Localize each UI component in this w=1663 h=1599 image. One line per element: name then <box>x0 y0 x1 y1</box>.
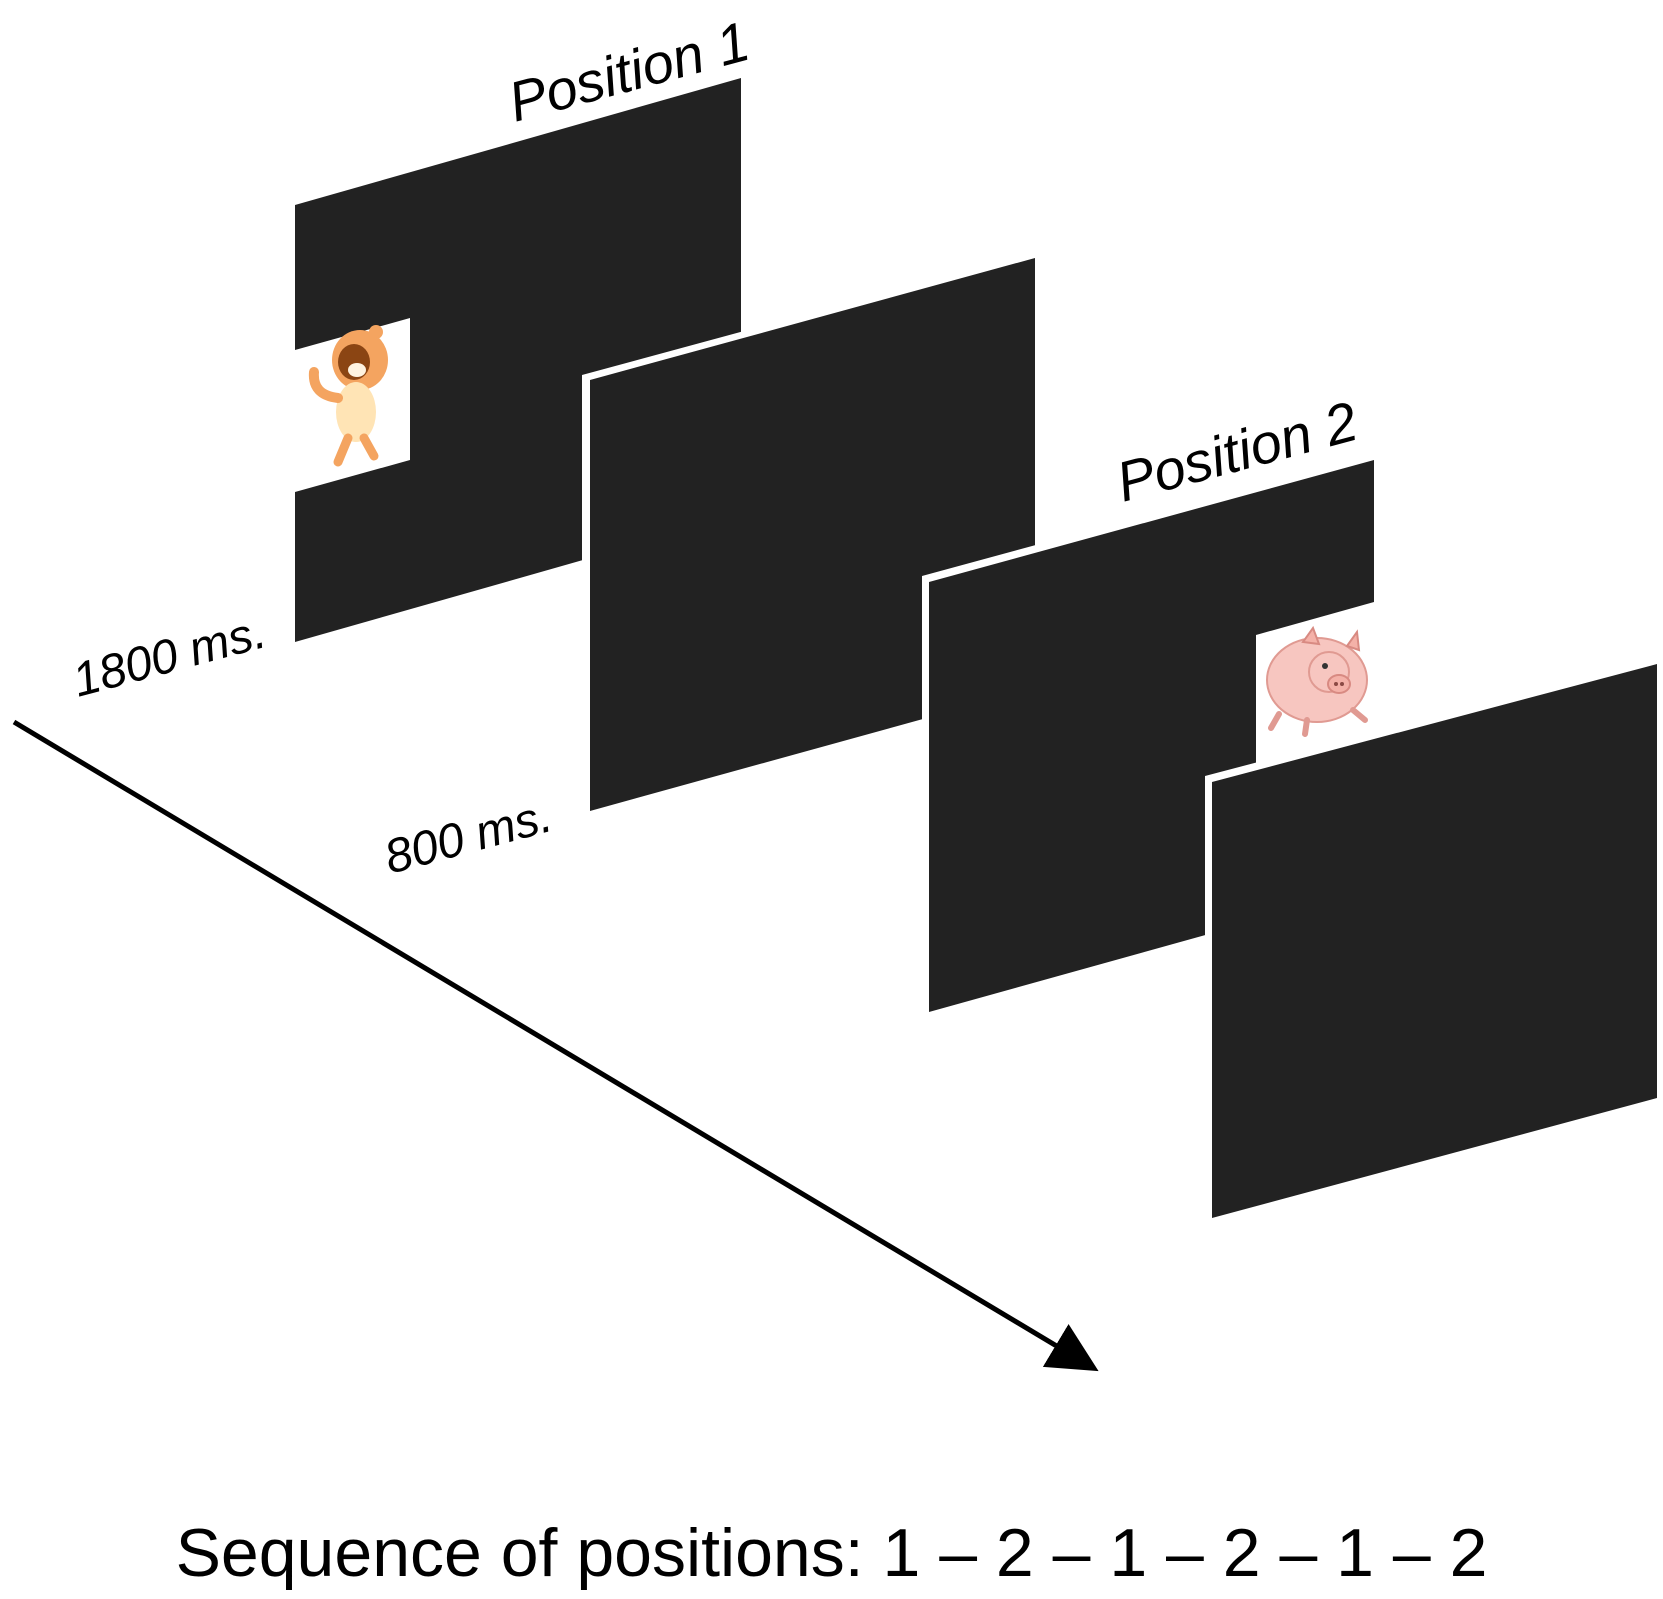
time-arrow <box>12 719 1099 1372</box>
duration-1800-label: 1800 ms. <box>67 605 271 707</box>
cartoon-pig-icon <box>1266 625 1368 737</box>
duration-800-label: 800 ms. <box>379 789 558 884</box>
screen-4 <box>1205 657 1657 1218</box>
sequence-caption: Sequence of positions: 1 – 2 – 1 – 2 – 1… <box>175 1515 1488 1591</box>
cartoon-child-icon <box>308 325 388 467</box>
